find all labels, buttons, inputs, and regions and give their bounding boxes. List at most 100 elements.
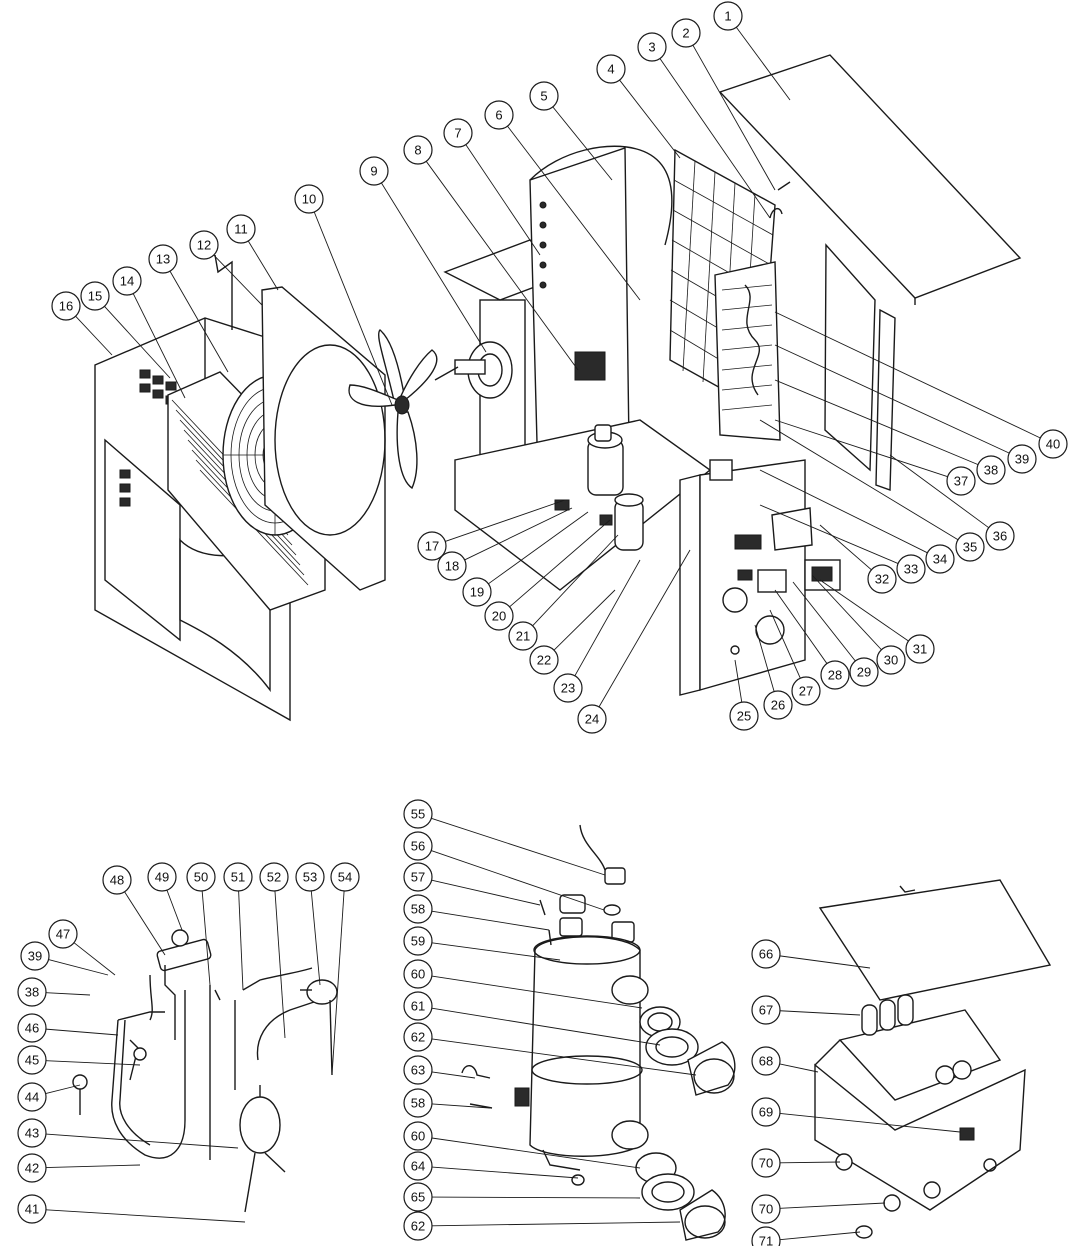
callout-circle [1007,444,1037,474]
callout-number: 9 [370,164,377,179]
part-callout-21: 21 [508,621,538,651]
callout-leader-line [380,182,487,353]
callout-number: 49 [155,870,169,885]
callout-leader-line [889,454,989,529]
callout-circle [443,118,473,148]
callout-circle [751,1226,781,1246]
part-callout-58: 58 [403,894,433,924]
callout-number: 34 [933,552,947,567]
callout-circle [763,690,793,720]
part-callout-46: 46 [17,1013,47,1043]
callout-circle [17,1194,47,1224]
part-callout-16: 16 [51,291,81,321]
callout-circle [529,81,559,111]
callout-number: 60 [411,1129,425,1144]
callout-number: 15 [88,289,102,304]
callout-leader-line [431,850,605,911]
callout-leader-line [73,942,116,976]
part-callout-24: 24 [577,704,607,734]
part-callout-51: 51 [223,862,253,892]
callout-circle [529,645,559,675]
part-callout-54: 54 [330,862,360,892]
callout-circle [729,701,759,731]
callout-leader-line [313,211,393,406]
callout-leader-line [431,1071,476,1079]
callout-circle [946,466,976,496]
callout-circle [791,676,821,706]
top-lid-part [718,54,1022,299]
callout-leader-line [464,507,573,561]
callout-number: 21 [516,629,530,644]
callout-circle [751,1046,781,1076]
part-callout-43: 43 [17,1118,47,1148]
callout-number: 68 [759,1054,773,1069]
part-callout-65: 65 [403,1182,433,1212]
part-callout-17: 17 [417,531,447,561]
part-callout-71: 71 [751,1226,781,1246]
callout-circle [484,100,514,130]
callout-number: 71 [759,1234,773,1246]
callout-circle [867,564,897,594]
callout-circle [403,1121,433,1151]
callout-circle [51,291,81,321]
condenser-coil-part [714,261,781,441]
callout-circle [48,919,78,949]
part-callout-22: 22 [529,645,559,675]
callout-circle [20,941,50,971]
callout-number: 61 [411,999,425,1014]
callout-circle [226,214,256,244]
callout-circle [925,544,955,574]
callout-circle [417,531,447,561]
callout-circle [17,1013,47,1043]
callout-number: 50 [194,870,208,885]
callout-leader-line [735,26,791,101]
callout-leader-line [310,890,321,986]
part-callout-38: 38 [17,977,47,1007]
callout-circle [403,926,433,956]
callout-circle [403,799,433,829]
callout-leader-line [692,44,776,191]
callout-circle [577,704,607,734]
part-callout-31: 31 [905,634,935,664]
callout-circle [403,1182,433,1212]
callout-number: 58 [411,1096,425,1111]
callout-leader-line [759,504,899,564]
callout-leader-line [431,1038,697,1076]
callout-leader-line [75,315,113,356]
callout-leader-line [238,890,244,991]
callout-circle [437,551,467,581]
callout-circle [896,554,926,584]
part-callout-67: 67 [751,995,781,1025]
part-callout-37: 37 [946,466,976,496]
callout-leader-line [431,942,561,961]
callout-number: 55 [411,807,425,822]
callout-circle [403,894,433,924]
callout-number: 56 [411,839,425,854]
callout-circle [403,862,433,892]
callout-leader-line [431,1196,641,1199]
part-callout-9: 9 [359,156,389,186]
part-callout-33: 33 [896,554,926,584]
callout-circle [359,156,389,186]
callout-number: 44 [25,1090,39,1105]
callout-circle [186,862,216,892]
callout-number: 52 [267,870,281,885]
callout-leader-line [574,559,641,677]
callout-number: 28 [828,668,842,683]
callout-number: 64 [411,1159,425,1174]
callout-circle [1038,429,1068,459]
callout-circle [403,1211,433,1241]
callout-number: 22 [537,653,551,668]
part-callout-30: 30 [876,645,906,675]
callout-number: 69 [759,1105,773,1120]
callout-number: 41 [25,1202,39,1217]
callout-number: 38 [25,985,39,1000]
callout-leader-line [169,270,229,373]
callout-leader-line [779,955,871,969]
callout-circle [17,1118,47,1148]
callout-leader-line [598,549,691,708]
callout-number: 54 [338,870,352,885]
part-callout-35: 35 [955,532,985,562]
